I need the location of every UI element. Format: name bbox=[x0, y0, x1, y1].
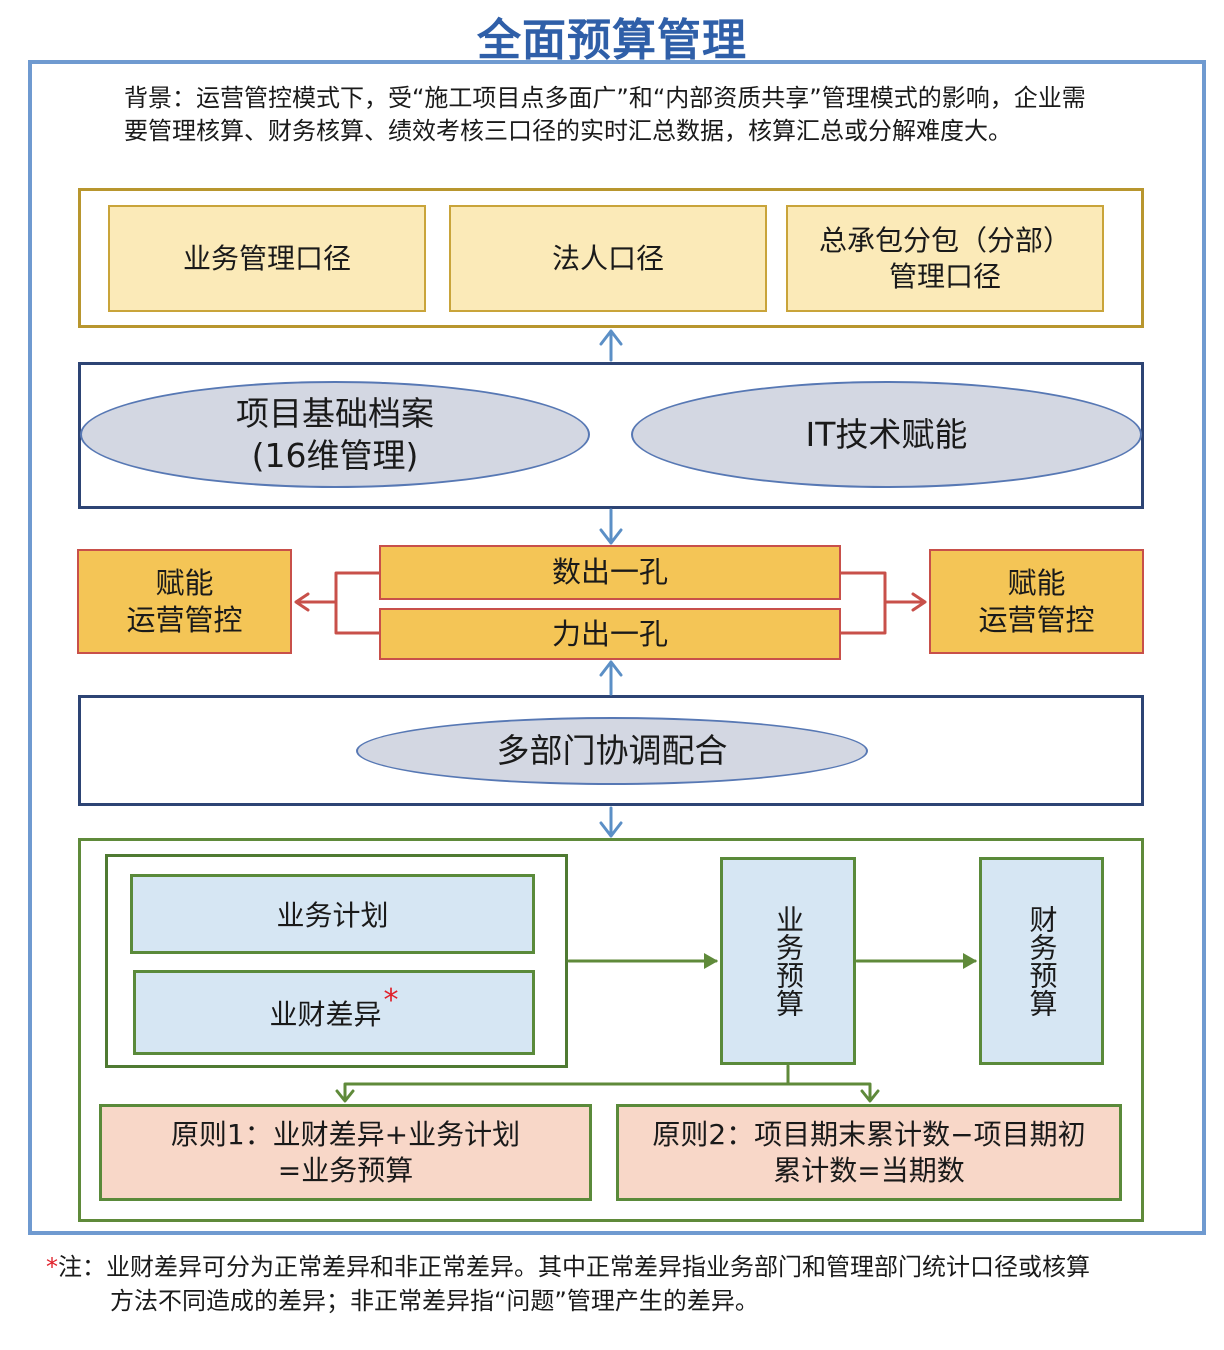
footnote-line2: 方法不同造成的差异；非正常差异指“问题”管理产生的差异。 bbox=[110, 1287, 759, 1315]
arrow-up-from-coordination bbox=[599, 660, 623, 696]
contract-caliber-box: 总承包分包（分部） 管理口径 bbox=[786, 205, 1104, 312]
finance-budget-label: 财务预算 bbox=[1025, 905, 1059, 1017]
footnote: *注：业财差异可分为正常差异和非正常差异。其中正常差异指业务部门和管理部门统计口… bbox=[46, 1250, 1206, 1318]
main-frame bbox=[28, 60, 1206, 1235]
force-one-hole-label: 力出一孔 bbox=[551, 616, 668, 651]
arrow-up-to-calibers bbox=[599, 329, 623, 362]
rule2-line1: 原则2：项目期末累计数−项目期初 bbox=[652, 1117, 1086, 1151]
asterisk-mark: * bbox=[383, 983, 399, 1018]
arrow-down-to-budget bbox=[599, 806, 623, 838]
legal-caliber-label: 法人口径 bbox=[551, 241, 664, 275]
left-bracket-connector bbox=[334, 571, 381, 635]
business-plan-label: 业务计划 bbox=[276, 899, 389, 932]
background-text: 背景：运营管控模式下，受“施工项目点多面广”和“内部资质共享”管理模式的影响，企… bbox=[124, 84, 1086, 145]
business-caliber-box: 业务管理口径 bbox=[108, 205, 426, 312]
business-caliber-label: 业务管理口径 bbox=[182, 241, 351, 275]
right-empower-line1: 赋能 bbox=[1007, 565, 1066, 600]
it-enablement-ellipse: IT技术赋能 bbox=[631, 381, 1142, 488]
right-bracket-connector bbox=[839, 571, 887, 635]
right-empower-line2: 运营管控 bbox=[978, 602, 1095, 637]
rule1-line2: =业务预算 bbox=[277, 1153, 414, 1187]
force-one-hole-box: 力出一孔 bbox=[379, 608, 841, 660]
arrow-left-to-empower bbox=[294, 592, 338, 612]
rule2-line2: 累计数=当期数 bbox=[773, 1153, 965, 1187]
contract-caliber-line1: 总承包分包（分部） bbox=[818, 223, 1071, 257]
rule1-box: 原则1：业财差异+业务计划 =业务预算 bbox=[99, 1104, 592, 1201]
arrow-rule2-head bbox=[860, 1089, 880, 1103]
data-one-hole-box: 数出一孔 bbox=[379, 545, 841, 600]
left-empower-box: 赋能 运营管控 bbox=[77, 549, 292, 654]
right-empower-box: 赋能 运营管控 bbox=[929, 549, 1144, 654]
data-one-hole-label: 数出一孔 bbox=[551, 555, 668, 589]
arrow-head-business-budget bbox=[704, 953, 718, 969]
business-finance-diff-box: 业财差异* bbox=[133, 970, 535, 1055]
arrow-head-finance-budget bbox=[963, 953, 977, 969]
legal-caliber-box: 法人口径 bbox=[449, 205, 767, 312]
it-enablement-label: IT技术赋能 bbox=[805, 414, 968, 454]
contract-caliber-line2: 管理口径 bbox=[888, 259, 1001, 293]
project-archive-line2: (16维管理) bbox=[251, 435, 419, 475]
left-empower-line1: 赋能 bbox=[155, 565, 214, 600]
rule1-line1: 原则1：业财差异+业务计划 bbox=[170, 1117, 521, 1151]
business-plan-box: 业务计划 bbox=[130, 874, 535, 954]
coordination-ellipse: 多部门协调配合 bbox=[356, 717, 868, 785]
arrow-right-to-empower bbox=[883, 592, 927, 612]
business-budget-label: 业务预算 bbox=[772, 905, 805, 1017]
business-budget-box: 业务预算 bbox=[720, 857, 856, 1065]
project-archive-line1: 项目基础档案 bbox=[236, 393, 434, 433]
arrow-down-to-one-hole bbox=[599, 508, 623, 545]
page-title: 全面预算管理 bbox=[477, 15, 747, 66]
finance-budget-box: 财务预算 bbox=[979, 857, 1104, 1065]
coordination-label: 多部门协调配合 bbox=[496, 731, 728, 770]
budget-split-connector bbox=[343, 1064, 872, 1102]
footnote-asterisk: * bbox=[46, 1253, 58, 1281]
left-empower-line2: 运营管控 bbox=[126, 602, 243, 637]
rule2-box: 原则2：项目期末累计数−项目期初 累计数=当期数 bbox=[616, 1104, 1122, 1201]
arrow-rule1-head bbox=[335, 1089, 355, 1103]
project-archive-ellipse: 项目基础档案 (16维管理) bbox=[80, 381, 590, 488]
business-finance-diff-label: 业财差异 bbox=[269, 997, 382, 1031]
footnote-line1: 注：业财差异可分为正常差异和非正常差异。其中正常差异指业务部门和管理部门统计口径… bbox=[58, 1253, 1090, 1281]
